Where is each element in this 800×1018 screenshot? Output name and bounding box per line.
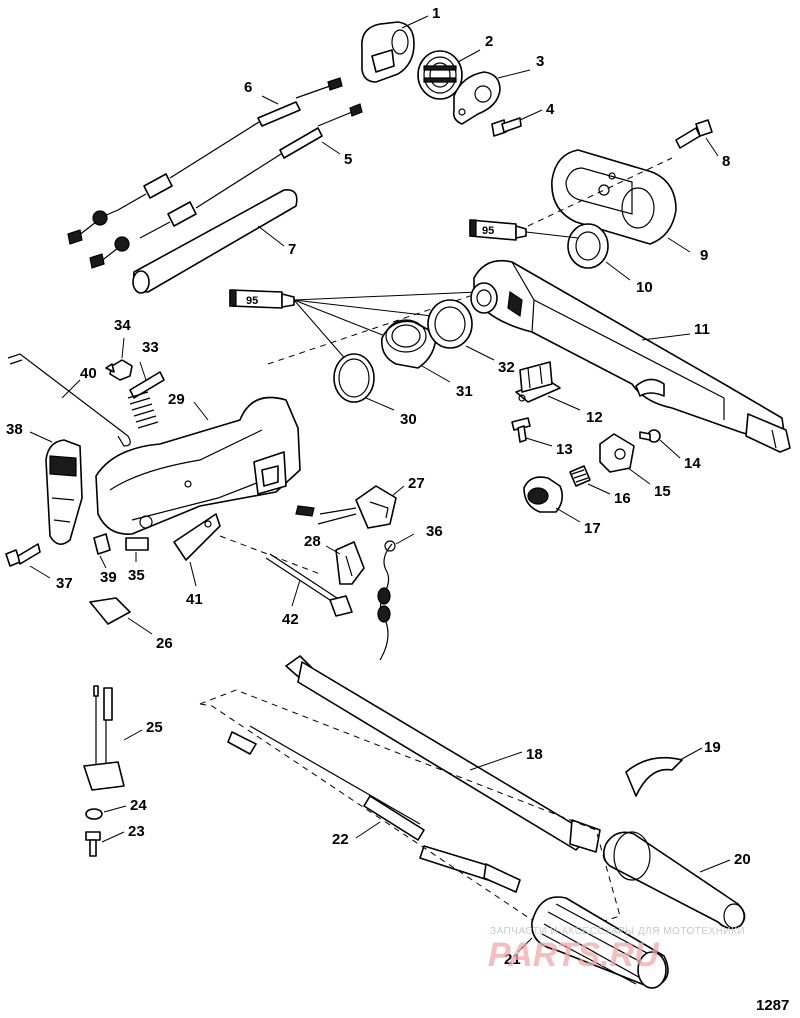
part-41-plate — [173, 513, 321, 575]
sealant-label-lower: 95 — [246, 295, 258, 307]
part-6-cable — [67, 77, 343, 245]
callout-28: 28 — [304, 533, 321, 550]
callout-36: 36 — [426, 523, 443, 540]
sealant-tube-lower: 95 — [229, 289, 295, 309]
part-39-pin — [93, 533, 111, 555]
watermark-line2: PARTS.RU — [488, 936, 660, 974]
callout-7: 7 — [288, 241, 296, 258]
part-18-shaft — [285, 655, 601, 853]
callout-40: 40 — [80, 365, 97, 382]
part-5-cable — [89, 103, 363, 269]
callout-10: 10 — [636, 279, 653, 296]
part-1-clamp — [361, 21, 415, 83]
part-9-cover — [551, 149, 677, 245]
part-42-long-bolt — [265, 553, 353, 617]
part-36-lanyard — [377, 540, 396, 661]
callout-2: 2 — [485, 33, 493, 50]
watermark: ЗАПЧАСТИ И АКСЕССУАРЫ ДЛЯ МОТОТЕХНИКИ PA… — [488, 926, 745, 974]
part-19-clip — [625, 756, 683, 797]
part-34-wing-nut — [105, 359, 133, 381]
part-40-rod — [7, 353, 131, 447]
callout-34: 34 — [114, 317, 131, 334]
callout-22: 22 — [332, 831, 349, 848]
sealant-leaders — [293, 231, 579, 363]
callout-16: 16 — [614, 490, 631, 507]
callout-25: 25 — [146, 719, 163, 736]
part-30-ring — [333, 353, 375, 403]
part-25-sensor — [83, 685, 125, 791]
callout-31: 31 — [456, 383, 473, 400]
part-20-grip — [602, 831, 746, 930]
part-26-clip — [89, 597, 131, 625]
dash-outline-18 — [198, 689, 621, 937]
callout-13: 13 — [556, 441, 573, 458]
part-4-screw — [491, 117, 522, 137]
part-12-bracket — [515, 361, 561, 403]
part-7-hose — [132, 189, 298, 294]
part-29-mount-bracket — [95, 371, 301, 535]
callout-41: 41 — [186, 591, 203, 608]
part-32-ring — [427, 299, 473, 349]
part-17-knob — [523, 476, 564, 513]
callout-26: 26 — [156, 635, 173, 652]
part-23-screw — [85, 831, 101, 857]
callout-42: 42 — [282, 611, 299, 628]
callout-27: 27 — [408, 475, 425, 492]
part-8-bolt — [675, 119, 713, 149]
part-15-block — [599, 433, 635, 473]
callout-12: 12 — [586, 409, 603, 426]
part-11-tiller-arm — [470, 259, 791, 453]
callout-4: 4 — [546, 101, 555, 118]
part-14-screw — [639, 429, 661, 443]
centerline-9 — [527, 157, 673, 227]
part-3-plate — [452, 71, 501, 125]
callout-38: 38 — [6, 421, 23, 438]
part-33-spring — [127, 391, 159, 429]
callout-29: 29 — [168, 391, 185, 408]
part-2-pulley — [417, 50, 463, 100]
callout-37: 37 — [56, 575, 73, 592]
callout-5: 5 — [344, 151, 352, 168]
callout-6: 6 — [244, 79, 252, 96]
part-37-bolt — [5, 543, 41, 567]
part-13-screw — [511, 417, 531, 443]
part-24-washer — [85, 808, 103, 820]
callout-35: 35 — [128, 567, 145, 584]
callout-17: 17 — [584, 520, 601, 537]
part-21-sleeve — [531, 896, 669, 989]
callout-23: 23 — [128, 823, 145, 840]
callout-30: 30 — [400, 411, 417, 428]
callout-8: 8 — [722, 153, 730, 170]
callout-labels: 1 2 3 4 5 6 7 8 9 10 11 12 13 14 15 16 1 — [6, 5, 751, 968]
part-22-cable — [227, 725, 521, 893]
callout-20: 20 — [734, 851, 751, 868]
callout-33: 33 — [142, 339, 159, 356]
part-27-switch — [295, 485, 397, 529]
part-38-handle — [45, 439, 83, 545]
callout-1: 1 — [432, 5, 440, 22]
part-31-bushing — [380, 319, 437, 369]
callout-14: 14 — [684, 455, 701, 472]
callout-32: 32 — [498, 359, 515, 376]
figure-number: 1287 — [756, 997, 789, 1014]
callout-19: 19 — [704, 739, 721, 756]
part-35-pad — [125, 537, 149, 551]
callout-21: 21 — [504, 951, 521, 968]
part-28-clip — [335, 541, 365, 585]
callout-24: 24 — [130, 797, 147, 814]
part-16-spring — [569, 465, 591, 487]
sealant-tube-upper: 95 — [469, 219, 527, 241]
sealant-label-upper: 95 — [482, 225, 494, 237]
callout-11: 11 — [694, 321, 710, 338]
watermark-line1: ЗАПЧАСТИ И АКСЕССУАРЫ ДЛЯ МОТОТЕХНИКИ — [490, 926, 745, 937]
callout-39: 39 — [100, 569, 117, 586]
callout-3: 3 — [536, 53, 544, 70]
callout-9: 9 — [700, 247, 708, 264]
callout-18: 18 — [526, 746, 543, 763]
part-10-bushing — [567, 223, 609, 269]
callout-15: 15 — [654, 483, 671, 500]
